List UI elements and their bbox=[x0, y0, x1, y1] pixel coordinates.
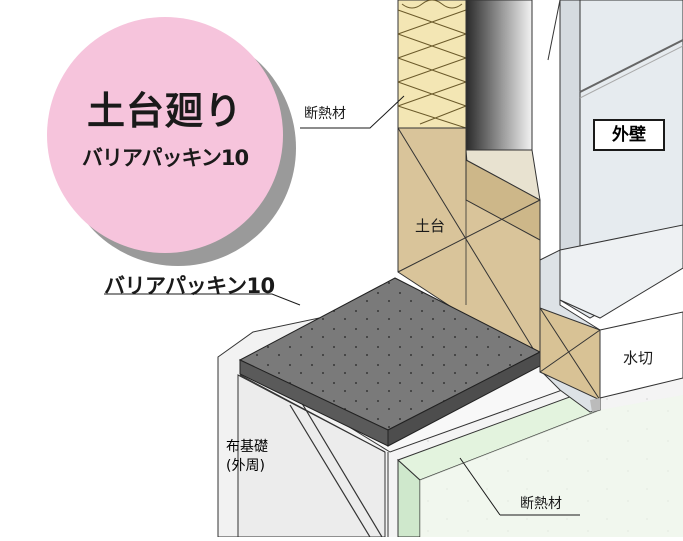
upper-insulation-batt bbox=[397, 0, 467, 129]
barrier-packing bbox=[238, 277, 542, 447]
label-foundation-line2: (外周) bbox=[226, 458, 265, 474]
label-foundation-line1: 布基礎 bbox=[226, 439, 268, 455]
foam-insulation-board bbox=[397, 394, 683, 538]
leader-lines bbox=[104, 95, 580, 516]
label-exterior-wall: 外壁 bbox=[593, 119, 665, 151]
badge-title: 土台廻り bbox=[86, 89, 243, 133]
label-foundation: 布基礎 (外周) bbox=[226, 438, 268, 476]
label-packing: バリアパッキン10 bbox=[104, 274, 275, 298]
flashing bbox=[539, 307, 683, 412]
label-flashing: 水切 bbox=[623, 349, 654, 367]
badge bbox=[47, 17, 296, 266]
wood-sill bbox=[397, 127, 541, 361]
label-sill: 土台 bbox=[415, 217, 446, 235]
label-insulation-lower: 断熱材 bbox=[520, 496, 562, 512]
label-insulation-upper: 断熱材 bbox=[304, 106, 346, 122]
badge-subtitle: バリアパッキン10 bbox=[81, 146, 249, 170]
